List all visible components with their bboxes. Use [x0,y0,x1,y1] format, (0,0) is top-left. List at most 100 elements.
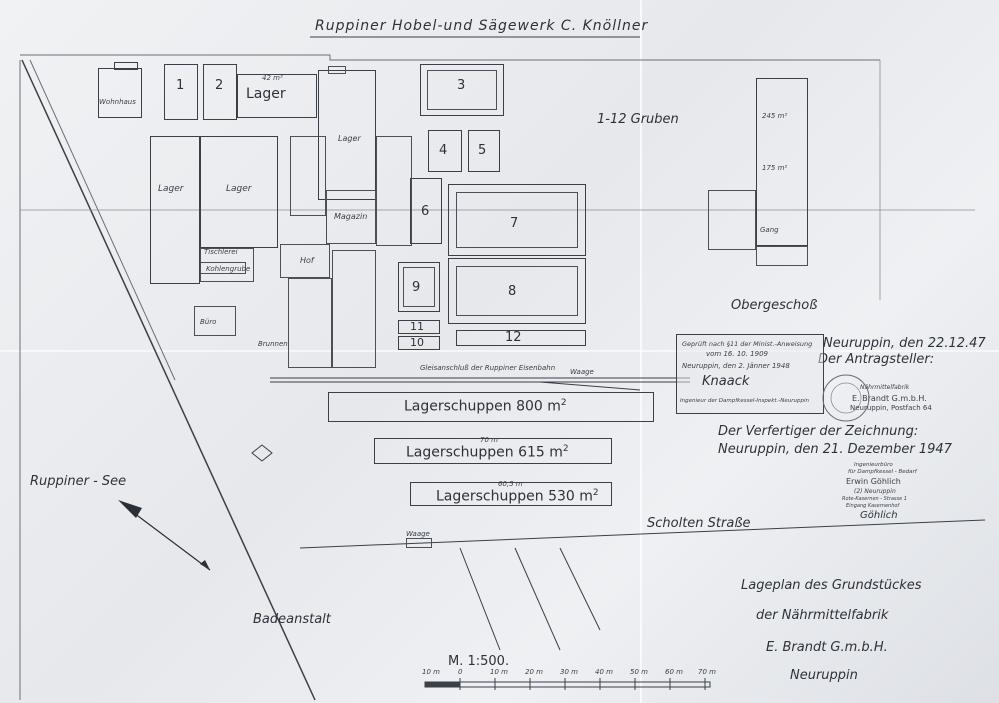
upper-area-2: 175 m² [762,164,788,172]
verfertiger-date: Neuruppin, den 21. Dezember 1947 [718,442,952,457]
kohlengrube [200,262,246,274]
stamp3-line2: für Dampfkessel - Bedarf [848,469,917,475]
grube-4-number: 4 [439,143,448,158]
gang-label: Gang [760,226,779,234]
lager-top-label: Lager [246,86,286,102]
chimney-top [328,66,346,74]
scale-tick-4: 20 m [525,668,543,676]
grube-6 [410,178,442,244]
grube-8-number: 8 [508,284,517,299]
grube-7 [448,184,586,256]
wohnhaus-label: Wohnhaus [99,98,136,106]
ruppiner-see-label: Ruppiner - See [30,474,127,489]
grube-7-number: 7 [510,216,519,231]
lager-center-label: Lager [226,184,252,194]
stamp2-line1: Nährmittelfabrik [860,384,910,391]
stamp1-line3: Neuruppin, den 2. Jänner 1948 [682,362,790,370]
paper-fold-horizontal [0,350,999,352]
plan-title: Ruppiner Hobel-und Sägewerk C. Knöllner [315,18,649,34]
obergeschoss-lower [756,246,808,266]
brunnen-label: Brunnen [258,340,288,348]
scale-tick-3: 10 m [490,668,508,676]
stamp3-line6: Eingang Kasernenhof [846,503,900,509]
lagerschuppen-800 [328,392,654,422]
scale-tick-9: 70 m [698,668,716,676]
lager-top-area: 42 m² [262,74,283,82]
buero-building [194,306,236,336]
grube-12 [456,330,586,346]
lower-building-left [288,278,332,368]
grube-6-number: 6 [421,204,430,219]
lageplan-line3: E. Brandt G.m.b.H. [766,640,888,655]
tischlerei-label: Tischlerei [204,248,238,256]
badeanstalt-label: Badeanstalt [253,612,331,627]
pruefung-stamp [676,334,824,414]
scale-bar [424,678,711,690]
scale-tick-8: 60 m [665,668,683,676]
grube-3-inner [427,70,497,110]
scale-tick-2: 0 [458,668,463,676]
stamp1-line4: Ingenieur der Dampfkessel-Inspekt.-Neuru… [680,398,809,404]
stamp3-line4: (2) Neuruppin [854,488,896,495]
hof-area [280,244,330,278]
grube-1-number: 1 [176,78,185,93]
stamp1-line2: vom 16. 10. 1909 [706,350,768,358]
scale-tick-6: 40 m [595,668,613,676]
wohnhaus-building [98,68,142,118]
small-rooms-block [290,136,326,216]
scale-tick-7: 50 m [630,668,648,676]
schuppen-530-dimension: 60,5 m [498,480,523,488]
verfertiger-label: Der Verfertiger der Zeichnung: [718,424,919,439]
obergeschoss-tower [756,78,808,246]
round-seal [822,374,870,422]
scholten-strasse-label: Scholten Straße [647,516,751,531]
grube-2 [203,64,237,120]
wohnhaus-annex [114,62,138,70]
lager-building-center [200,136,278,248]
stamp2-line3: Neuruppin, Postfach 64 [850,404,932,412]
grube-9-inner [403,267,435,307]
waage-label-road: Waage [406,530,430,538]
lager-building-left [150,136,200,284]
lager-building-top [237,74,317,118]
magazin-label: Magazin [334,212,368,221]
grube-8-inner [456,266,578,316]
stamp3-signature: Göhlich [860,510,898,521]
waage-label-rail: Waage [570,368,594,376]
grube-9-number: 9 [412,280,421,295]
buero-label: Büro [200,318,217,326]
lagerschuppen-615-label: Lagerschuppen 615 m2 [406,444,569,461]
scale-tick-1: 10 m [422,668,440,676]
lager-mid-label: Lager [338,134,361,143]
grube-10-number: 10 [410,336,424,349]
stamp3-line5: Rote-Kasernen - Strasse 1 [842,496,907,502]
obergeschoss-annex [708,190,756,250]
rail-label: Gleisanschluß der Ruppiner Eisenbahn [420,364,556,372]
stamp1-line1: Geprüft nach §11 der Minist.-Anweisung [682,340,813,348]
scale-tick-5: 30 m [560,668,578,676]
grube-1 [164,64,198,120]
lageplan-line1: Lageplan des Grundstückes [741,578,922,593]
grube-4 [428,130,462,172]
lageplan-line4: Neuruppin [790,668,858,683]
grube-2-number: 2 [215,78,224,93]
antragsteller-label: Der Antragsteller: [818,352,935,367]
fabrik-raum-building [376,136,412,246]
lagerschuppen-530 [410,482,612,506]
stamp1-signature: Knaack [702,374,750,389]
upper-area-1: 245 m² [762,112,788,120]
grube-3 [420,64,504,116]
lagerschuppen-530-label: Lagerschuppen 530 m2 [436,488,599,505]
grube-3-number: 3 [457,78,466,93]
grube-5-number: 5 [478,143,487,158]
lagerschuppen-615 [374,438,612,464]
stamp3-line3: Erwin Göhlich [846,477,901,486]
grube-5 [468,130,500,172]
grube-10 [398,336,440,350]
grube-9 [398,262,440,312]
gruben-legend: 1-12 Gruben [597,112,679,127]
place-date: Neuruppin, den 22.12.47 [823,336,986,351]
grube-7-inner [456,192,578,248]
